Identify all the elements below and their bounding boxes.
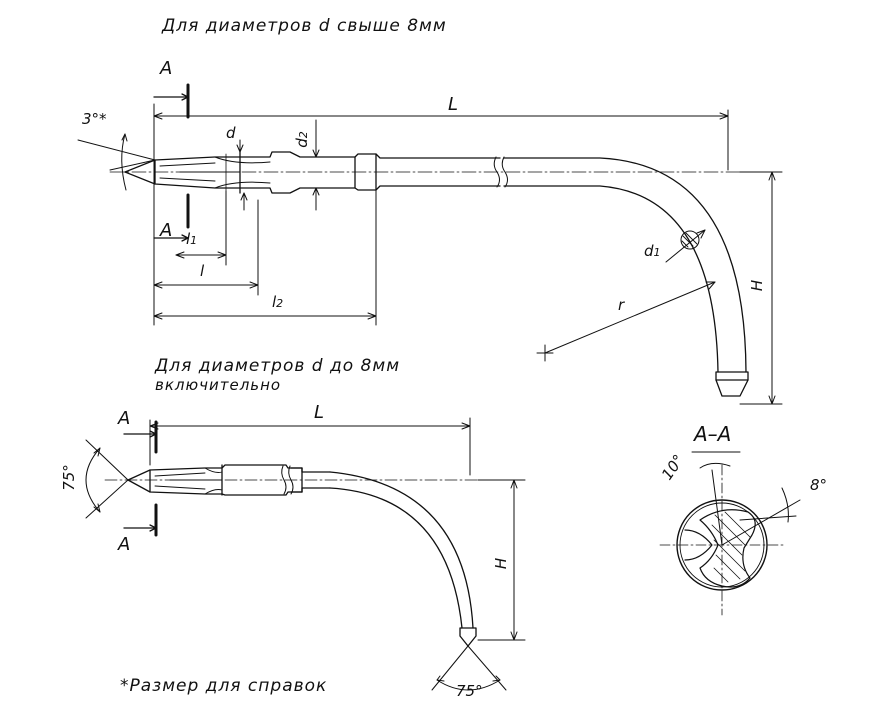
section-title: A–A xyxy=(694,422,732,446)
bottom-dim-L xyxy=(150,418,470,475)
top-drill-body xyxy=(110,152,780,396)
bottom-tip-angle-label: 75° xyxy=(456,682,483,700)
title-small-line2: включительно xyxy=(155,376,282,394)
bottom-drill-body xyxy=(105,465,510,646)
top-dim-L xyxy=(154,104,728,325)
top-dim-l xyxy=(154,190,376,325)
top-dim-H xyxy=(740,172,782,404)
top-height-H: H xyxy=(748,279,767,292)
title-small-line1: Для диаметров d до 8мм xyxy=(155,356,401,376)
top-taper-angle xyxy=(78,134,155,190)
top-diameter-d1: d1 xyxy=(644,242,661,260)
bottom-length-L: L xyxy=(314,402,325,423)
top-diameter-d2: d2 xyxy=(292,131,311,148)
footnote: *Размер для справок xyxy=(120,676,328,696)
section-angle-8: 8° xyxy=(810,476,828,494)
top-dim-radius xyxy=(537,230,715,361)
bottom-section-a-lower: A xyxy=(118,534,131,555)
section-aa xyxy=(660,452,800,615)
top-l2: l2 xyxy=(272,293,284,311)
top-l: l xyxy=(200,262,205,280)
top-d1-section xyxy=(681,231,699,249)
top-radius-r: r xyxy=(618,296,625,314)
top-dim-d xyxy=(237,120,319,210)
bottom-tip-angle xyxy=(432,646,506,690)
bottom-section-a-upper: A xyxy=(118,408,131,429)
bottom-dim-H xyxy=(478,480,525,640)
top-section-a-lower: A xyxy=(160,220,173,241)
title-large: Для диаметров d свыше 8мм xyxy=(162,16,447,36)
bottom-section-marks xyxy=(124,422,156,535)
bottom-point-angle xyxy=(86,440,128,518)
top-diameter-d: d xyxy=(226,124,236,142)
top-length-L: L xyxy=(448,94,459,115)
bottom-height-H: H xyxy=(492,557,511,570)
bottom-point-angle-label: 75° xyxy=(59,464,78,491)
top-section-marks xyxy=(154,85,188,241)
top-l1: l1 xyxy=(186,230,198,248)
top-taper-angle-label: 3°* xyxy=(82,110,107,128)
top-section-a-upper: A xyxy=(160,58,173,79)
